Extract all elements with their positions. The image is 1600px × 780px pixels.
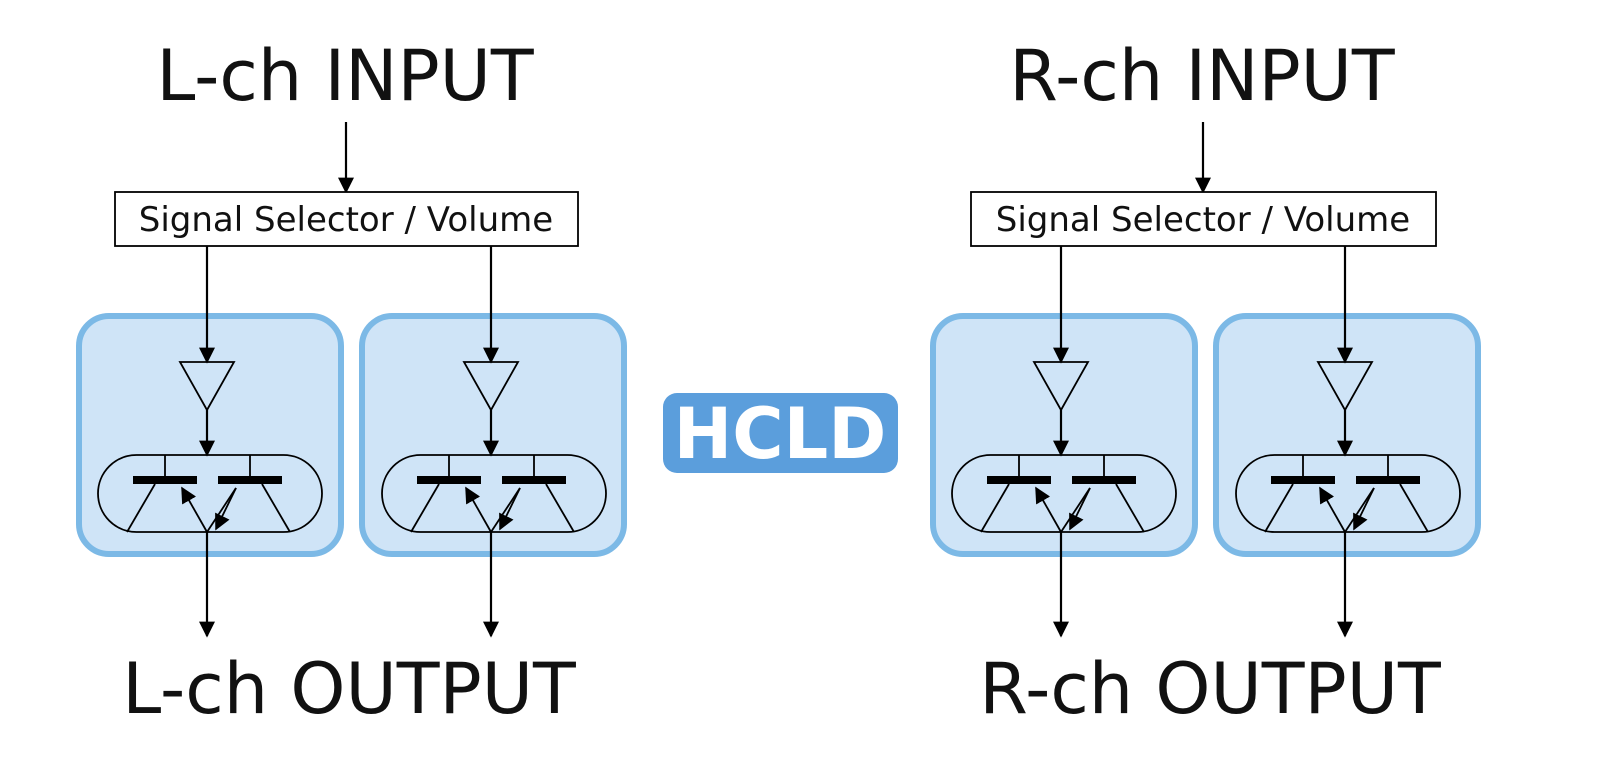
output-stage-transistor-icon	[951, 454, 1177, 533]
module-panel	[930, 313, 1198, 557]
amplifier-triangle-icon	[178, 361, 236, 412]
amplifier-triangle-icon	[462, 361, 520, 412]
left-selector-box	[114, 191, 579, 247]
left-module-2	[359, 246, 627, 638]
right-output-label: R-ch OUTPUT	[979, 648, 1441, 730]
module-panel	[359, 313, 627, 557]
right-module-2	[1213, 246, 1481, 638]
hcld-badge: HCLD	[663, 393, 898, 475]
right-input-label: R-ch INPUT	[1009, 35, 1395, 117]
module-panel	[1213, 313, 1481, 557]
badge-label: HCLD	[674, 393, 887, 475]
module-panel	[76, 313, 344, 557]
left-input-label: L-ch INPUT	[156, 35, 534, 117]
output-stage-transistor-icon	[381, 454, 607, 533]
output-stage-transistor-icon	[97, 454, 323, 533]
badge-background	[663, 393, 898, 473]
left-module-1	[76, 246, 344, 638]
right-selector-label: Signal Selector / Volume	[996, 200, 1410, 240]
right-module-1	[930, 246, 1198, 638]
left-channel: L-ch INPUT Signal Selector / Volume	[76, 35, 627, 730]
left-selector-label: Signal Selector / Volume	[139, 200, 553, 240]
left-output-label: L-ch OUTPUT	[122, 648, 576, 730]
right-selector-box	[970, 191, 1437, 247]
amplifier-triangle-icon	[1316, 361, 1374, 412]
right-channel: R-ch INPUT Signal Selector / Volume	[930, 35, 1481, 730]
amplifier-triangle-icon	[1032, 361, 1090, 412]
output-stage-transistor-icon	[1235, 454, 1461, 533]
